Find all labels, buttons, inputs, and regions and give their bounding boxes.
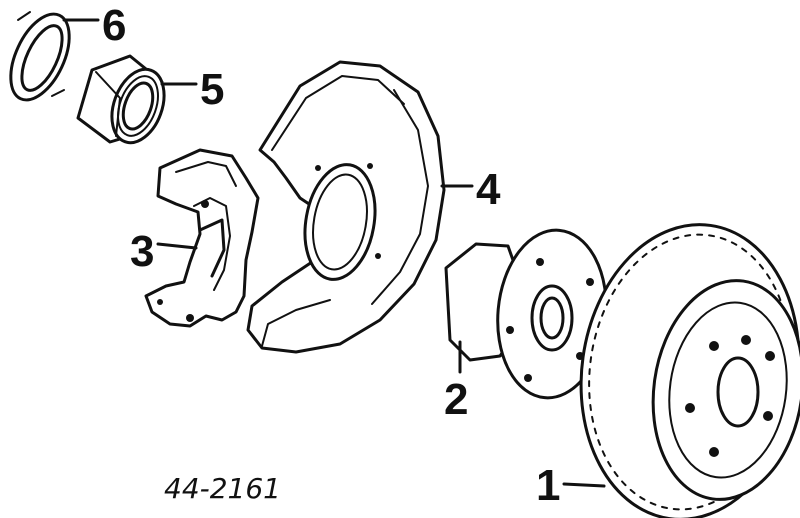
wheel-hub bbox=[444, 228, 608, 400]
callout-3: 3 bbox=[130, 227, 154, 276]
dust-shield bbox=[246, 60, 446, 354]
brake-rotor bbox=[579, 223, 800, 518]
wheel-bearing bbox=[76, 54, 166, 145]
caliper-bracket bbox=[144, 148, 260, 328]
callout-5: 5 bbox=[200, 65, 224, 114]
leader-line-3 bbox=[156, 242, 198, 250]
leader-line-1 bbox=[562, 482, 606, 488]
callout-2: 2 bbox=[444, 375, 468, 424]
callout-1: 1 bbox=[536, 461, 560, 510]
seal-ring bbox=[9, 11, 71, 102]
callout-6: 6 bbox=[102, 1, 126, 50]
part-number-label: 44-2161 bbox=[164, 472, 281, 505]
callout-4: 4 bbox=[476, 165, 501, 214]
